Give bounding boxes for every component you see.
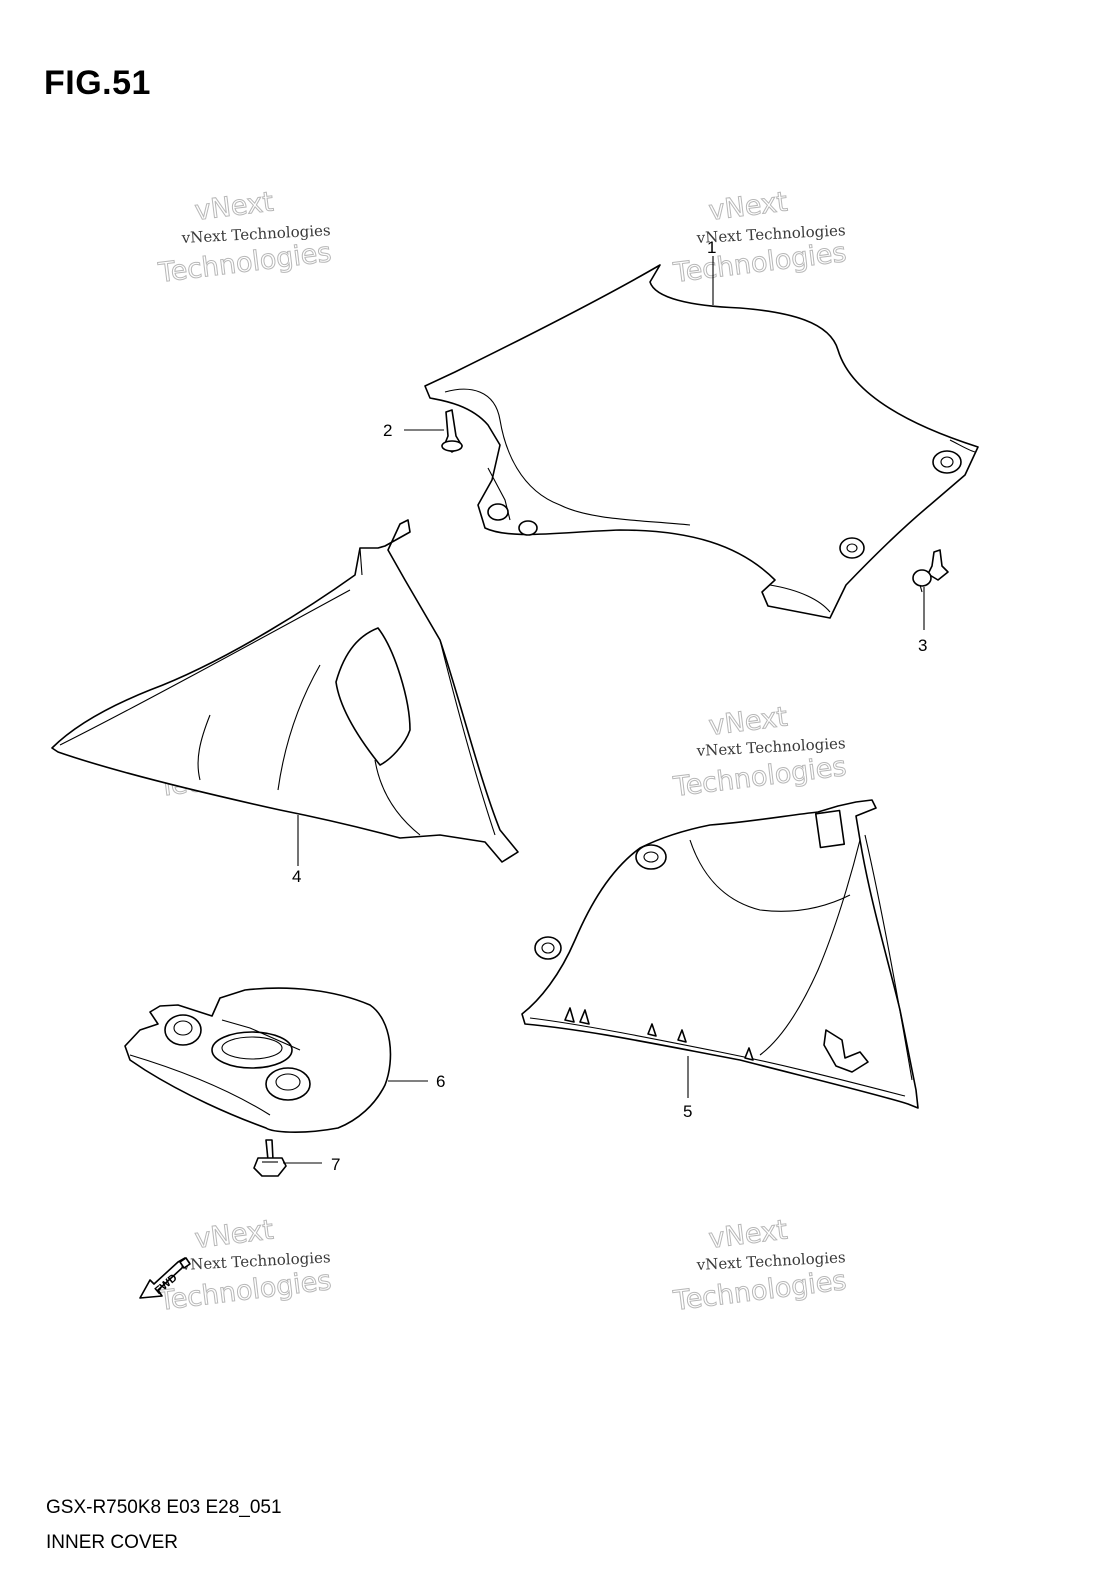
callout-2: 2 xyxy=(383,421,392,440)
watermark-top-right: vNext vNext Technologies Technologies xyxy=(671,186,849,290)
figure-title: FIG.51 xyxy=(44,64,151,102)
watermark-text: vNext xyxy=(707,702,789,742)
part-4-left-inner-cover xyxy=(51,519,519,863)
part-5-right-inner-cover xyxy=(521,799,919,1109)
watermark-top-left: vNext vNext Technologies Technologies xyxy=(156,186,334,290)
callout-7: 7 xyxy=(331,1155,340,1174)
watermark-text: vNext xyxy=(707,1215,789,1255)
watermark-text: vNext xyxy=(193,1215,275,1255)
part-3-clip-fastener xyxy=(912,549,949,593)
watermark-bottom-right: vNext vNext Technologies Technologies xyxy=(671,1214,849,1318)
watermark-mid-right: vNext vNext Technologies Technologies xyxy=(671,701,849,804)
part-6-cover-pad xyxy=(124,987,392,1133)
watermark-text: vNext xyxy=(193,187,275,227)
part-1-upper-inner-cover xyxy=(424,264,979,619)
model-code: GSX-R750K8 E03 E28_051 xyxy=(46,1497,282,1518)
watermark-text: vNext xyxy=(707,187,789,227)
part-7-bolt xyxy=(253,1139,287,1177)
figure-name: INNER COVER xyxy=(46,1532,178,1553)
callout-4: 4 xyxy=(292,867,301,886)
callout-1: 1 xyxy=(707,238,716,257)
callout-3: 3 xyxy=(918,636,927,655)
part-2-clip-fastener xyxy=(441,409,463,453)
callout-5: 5 xyxy=(683,1102,692,1121)
callout-6: 6 xyxy=(436,1072,445,1091)
